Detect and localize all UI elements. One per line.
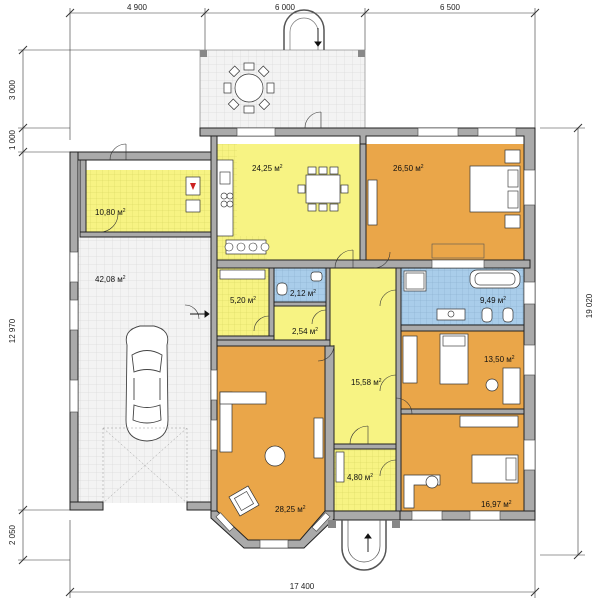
hall-small-room — [274, 306, 326, 340]
car — [125, 325, 169, 442]
dining-table — [297, 166, 349, 212]
walls — [69, 127, 536, 549]
wc-fixtures — [276, 271, 323, 296]
coffee-table — [264, 445, 286, 467]
dim-left-4: 2 050 — [8, 524, 17, 545]
area-vestibule: 4,80 м2 — [347, 473, 373, 482]
area-hall-small: 2,54 м2 — [292, 327, 318, 336]
area-pantry: 5,20 м2 — [230, 296, 256, 305]
area-bath: 9,49 м2 — [480, 296, 506, 305]
garage-door-marks — [102, 427, 188, 504]
entry-arrows — [190, 28, 372, 552]
living-room — [217, 346, 325, 540]
dim-top-3: 6 500 — [440, 3, 461, 12]
desk-small — [403, 474, 441, 509]
terrace — [199, 9, 366, 129]
dim-bottom: 17 400 — [290, 582, 315, 591]
dim-top-2: 6 000 — [275, 3, 296, 12]
wardrobe-small — [459, 415, 519, 428]
area-bedroom-mid: 13,50 м2 — [484, 355, 515, 364]
dim-right: 19 020 — [585, 293, 594, 318]
area-corridor: 15,58 м2 — [351, 378, 382, 387]
area-wc: 2,12 м2 — [290, 289, 316, 298]
area-bedroom-large: 26,50 м2 — [393, 164, 424, 173]
dim-top-1: 4 900 — [127, 3, 148, 12]
armchair — [228, 485, 260, 517]
sofa — [219, 391, 267, 453]
double-bed — [469, 149, 521, 229]
wardrobe-large — [367, 179, 378, 226]
dim-left-2: 1 000 — [8, 129, 17, 150]
bath-fixtures — [403, 269, 521, 323]
area-storage: 10,80 м2 — [95, 208, 126, 217]
wardrobe-mid — [402, 335, 418, 384]
single-bed-small — [471, 454, 519, 484]
boiler — [185, 176, 201, 213]
desk-mid — [485, 367, 521, 405]
area-living: 28,25 м2 — [275, 505, 306, 514]
corridor-room — [330, 268, 396, 444]
entrance-porch — [328, 520, 400, 571]
terrace-chairs — [223, 62, 275, 114]
dimension-ticks — [18, 8, 583, 597]
dim-left-1: 3 000 — [8, 79, 17, 100]
windows — [69, 127, 536, 549]
area-garage: 42,08 м2 — [95, 275, 126, 284]
dim-left-3: 12 970 — [8, 318, 17, 343]
kitchen-stools — [224, 242, 270, 252]
single-bed-mid — [439, 333, 469, 385]
doors[interactable] — [99, 111, 413, 477]
area-bedroom-small: 16,97 м2 — [481, 500, 512, 509]
area-kitchen: 24,25 м2 — [252, 164, 283, 173]
